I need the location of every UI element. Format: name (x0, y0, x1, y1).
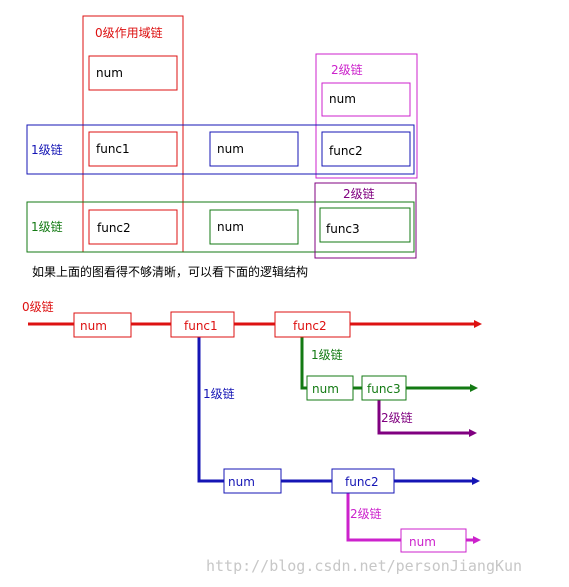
magenta-chain-arrowhead (473, 536, 481, 544)
scope2-top-num-box (321, 82, 411, 117)
scope2-bottom-container (314, 182, 417, 259)
chain0-num-box (73, 312, 132, 338)
row2-num-text: num (217, 220, 244, 234)
chain0-label: 0级链 (22, 299, 54, 314)
chain0-func1-box (170, 311, 235, 338)
row2-func2-box (88, 209, 178, 245)
row1-func2-box (321, 131, 411, 167)
scope0-label: 0级作用域链 (95, 25, 163, 40)
caption: 如果上面的图看得不够清晰，可以看下面的逻辑结构 (32, 264, 308, 279)
blue-num-text: num (228, 475, 255, 489)
purple-chain-label: 2级链 (381, 410, 413, 425)
chain0-func2-text: func2 (293, 319, 327, 333)
blue-chain-arrowhead (472, 477, 480, 485)
row2-func3-box (319, 207, 411, 243)
green-num-box (306, 375, 354, 401)
row1-label: 1级链 (31, 142, 63, 157)
scope2-bottom-label: 2级链 (343, 186, 375, 201)
row1-num-text: num (217, 142, 244, 156)
chain0-func2-box (274, 311, 351, 338)
row2-func3-text: func3 (326, 222, 360, 236)
blue-num-box (223, 468, 282, 494)
row2-container (26, 201, 415, 253)
chain0-num-text: num (80, 319, 107, 333)
blue-chain-label: 1级链 (203, 386, 235, 401)
purple-chain-arrowhead (469, 429, 477, 437)
chain0-func1-text: func1 (184, 319, 218, 333)
row2-label: 1级链 (31, 219, 63, 234)
blue-func2-text: func2 (345, 475, 379, 489)
row1-func1-text: func1 (96, 142, 130, 156)
magenta-chain-label: 2级链 (350, 506, 382, 521)
scope0-container (82, 15, 184, 253)
watermark: http://blog.csdn.net/personJiangKun (206, 557, 522, 575)
row2-func2-text: func2 (97, 221, 131, 235)
scope2-top-label: 2级链 (331, 62, 363, 77)
scope0-num-text: num (96, 66, 123, 80)
green-chain-line (300, 337, 472, 390)
green-func3-text: func3 (367, 382, 401, 396)
magenta-num-text: num (409, 535, 436, 549)
blue-func2-box (331, 468, 395, 494)
row2-num-box (209, 209, 299, 245)
scope2-top-container (315, 53, 418, 179)
green-chain-label: 1级链 (311, 347, 343, 362)
purple-chain-line (377, 400, 471, 435)
chain0-arrowhead (474, 320, 482, 328)
green-func3-box (361, 375, 407, 401)
row1-func2-text: func2 (329, 144, 363, 158)
row1-container (26, 124, 415, 175)
magenta-num-box (400, 528, 467, 553)
scope0-num-box (88, 55, 178, 91)
scope2-top-num-text: num (329, 92, 356, 106)
green-num-text: num (312, 382, 339, 396)
green-chain-arrowhead (470, 384, 478, 392)
row1-func1-box (88, 131, 178, 167)
row1-num-box (209, 131, 299, 167)
